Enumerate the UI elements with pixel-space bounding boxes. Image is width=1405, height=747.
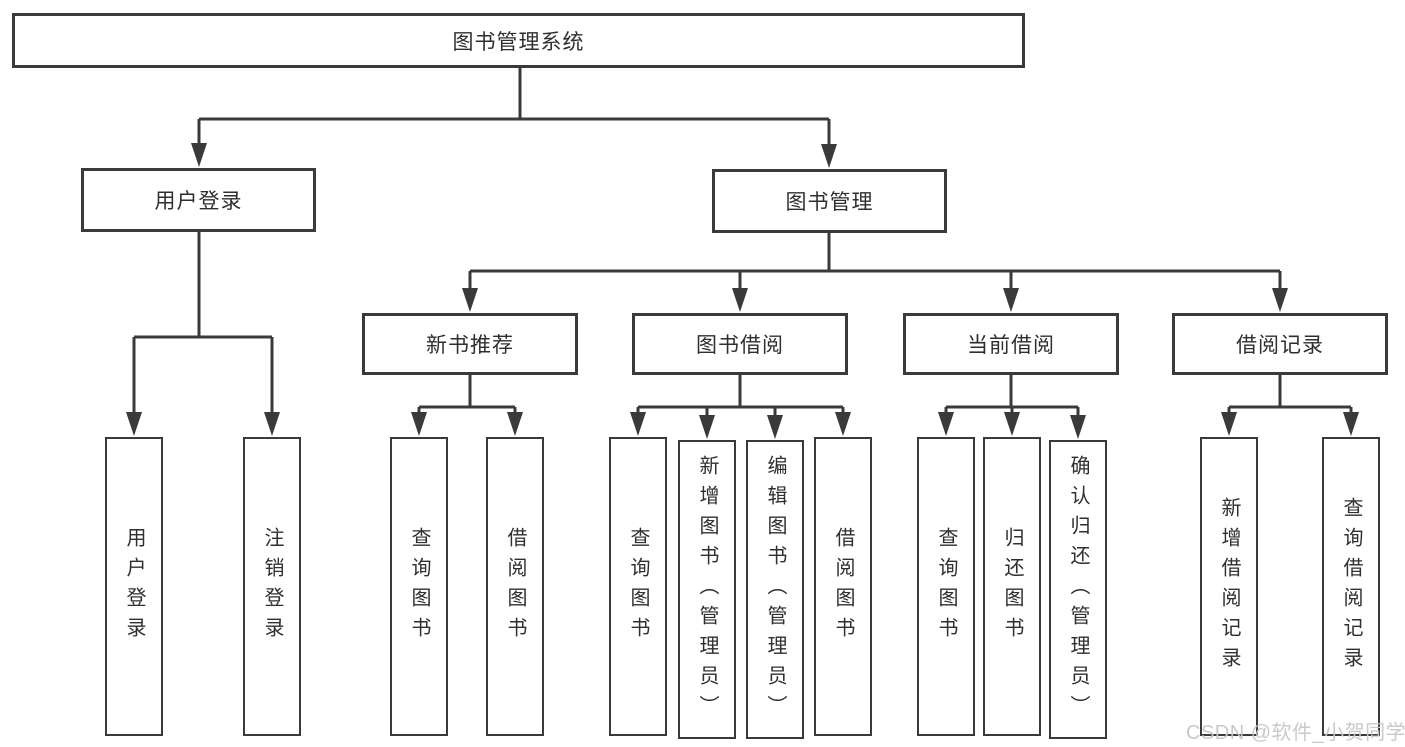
leaf-borrow-book-recommend-label: 借阅图书 [504,526,526,647]
node-new-book-recommend: 新书推荐 [362,313,578,375]
node-root: 图书管理系统 [12,13,1025,68]
leaf-add-borrow-record-label: 新增借阅记录 [1218,496,1240,677]
leaf-query-book-borrow-label: 查询图书 [627,526,649,647]
node-book-borrow: 图书借阅 [632,313,848,375]
leaf-borrow-book-label: 借阅图书 [832,526,854,647]
node-user-login-label: 用户登录 [154,190,243,213]
node-user-login: 用户登录 [81,168,316,232]
leaf-add-borrow-record: 新增借阅记录 [1200,437,1258,736]
leaf-borrow-book-recommend: 借阅图书 [486,437,544,736]
leaf-query-book-current-label: 查询图书 [935,526,957,647]
leaf-query-book-recommend-label: 查询图书 [408,526,430,647]
leaf-add-book-admin: 新增图书（管理员） [678,440,736,739]
node-borrow-record: 借阅记录 [1172,313,1388,375]
leaf-return-book-label: 归还图书 [1001,526,1023,647]
leaf-user-login-label: 用户登录 [123,526,145,647]
leaf-edit-book-admin-label: 编辑图书（管理员） [764,454,786,725]
leaf-query-book-current: 查询图书 [917,437,975,736]
leaf-add-book-admin-label: 新增图书（管理员） [696,454,718,725]
node-new-book-recommend-label: 新书推荐 [426,334,514,357]
node-root-label: 图书管理系统 [452,30,585,54]
node-book-mgmt-label: 图书管理 [785,191,874,214]
leaf-confirm-return-admin: 确认归还（管理员） [1049,440,1107,739]
leaf-logout-label: 注销登录 [261,526,283,647]
node-book-borrow-label: 图书借阅 [696,334,784,357]
leaf-borrow-book: 借阅图书 [814,437,872,736]
leaf-query-book-recommend: 查询图书 [390,437,448,736]
node-book-mgmt: 图书管理 [712,169,947,233]
leaf-confirm-return-admin-label: 确认归还（管理员） [1067,454,1089,725]
leaf-user-login: 用户登录 [105,437,163,736]
node-borrow-record-label: 借阅记录 [1236,334,1324,357]
node-current-borrow-label: 当前借阅 [967,334,1055,357]
leaf-logout: 注销登录 [243,437,301,736]
watermark: CSDN @软件_小贺同学 [1186,722,1405,744]
node-current-borrow: 当前借阅 [903,313,1119,375]
leaf-edit-book-admin: 编辑图书（管理员） [746,440,804,739]
leaf-query-borrow-record-label: 查询借阅记录 [1340,496,1362,677]
leaf-query-book-borrow: 查询图书 [609,437,667,736]
leaf-return-book: 归还图书 [983,437,1041,736]
leaf-query-borrow-record: 查询借阅记录 [1322,437,1380,736]
